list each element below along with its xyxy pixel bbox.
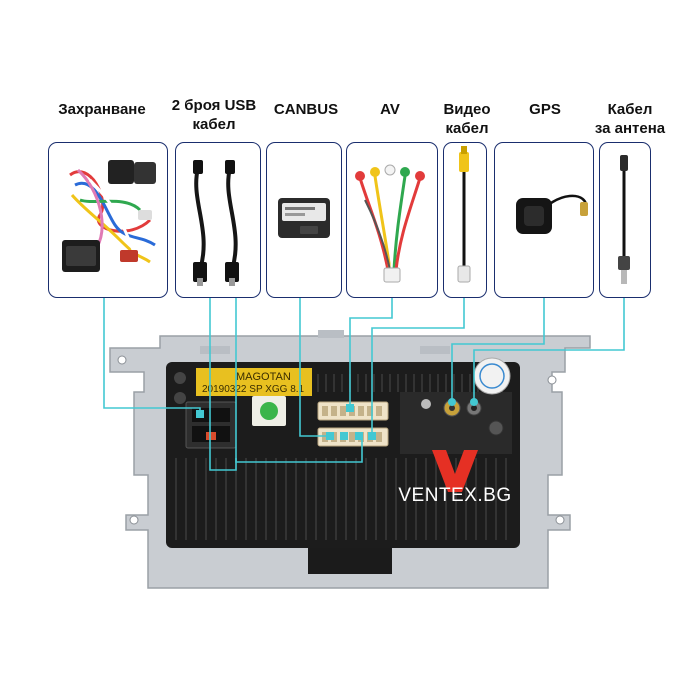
- av-cable-icon: [355, 164, 425, 283]
- label-canbus: CANBUS: [262, 100, 350, 119]
- sticker-text-line1: MAGOTAN: [236, 371, 291, 383]
- label-gps: GPS: [515, 100, 575, 119]
- label-video-cable: Видео кабел: [436, 100, 498, 138]
- label-av: AV: [360, 100, 420, 119]
- line-usb-1: [209, 298, 237, 471]
- usb-cables-icon: [193, 160, 239, 286]
- line-usb-2: [235, 298, 363, 463]
- line-gps: [451, 298, 545, 400]
- label-video-line1: Видео: [443, 101, 491, 118]
- connector-markers: [196, 398, 478, 440]
- line-canbus: [299, 298, 330, 437]
- label-antenna-line2: за антена: [594, 120, 666, 137]
- line-antenna: [473, 298, 625, 400]
- label-antenna-line1: Кабел: [607, 101, 653, 118]
- sticker-text-line2: 20190322 SP XGG 8.1: [202, 384, 305, 395]
- canbus-module-icon: [278, 198, 330, 238]
- power-harness-icon: [62, 160, 156, 272]
- label-usb-line2: кабел: [192, 116, 236, 133]
- label-gps-text: GPS: [529, 101, 561, 118]
- line-av: [349, 298, 393, 406]
- label-av-text: AV: [380, 101, 400, 118]
- gps-antenna-icon: [516, 194, 588, 234]
- box-usb-cables: [175, 142, 261, 298]
- label-canbus-text: CANBUS: [273, 101, 339, 118]
- label-usb-cable: 2 броя USB кабел: [162, 96, 266, 134]
- label-power-text: Захранване: [58, 101, 146, 118]
- antenna-cable-icon: [618, 155, 630, 284]
- label-usb-line1: 2 броя USB: [171, 97, 257, 114]
- line-video: [371, 298, 465, 438]
- label-antenna-cable: Кабел за антена: [580, 100, 680, 138]
- video-cable-icon: [457, 146, 471, 283]
- brand-watermark: VENTEX.BG: [398, 485, 512, 506]
- label-video-line2: кабел: [445, 120, 489, 137]
- label-power: Захранване: [42, 100, 162, 119]
